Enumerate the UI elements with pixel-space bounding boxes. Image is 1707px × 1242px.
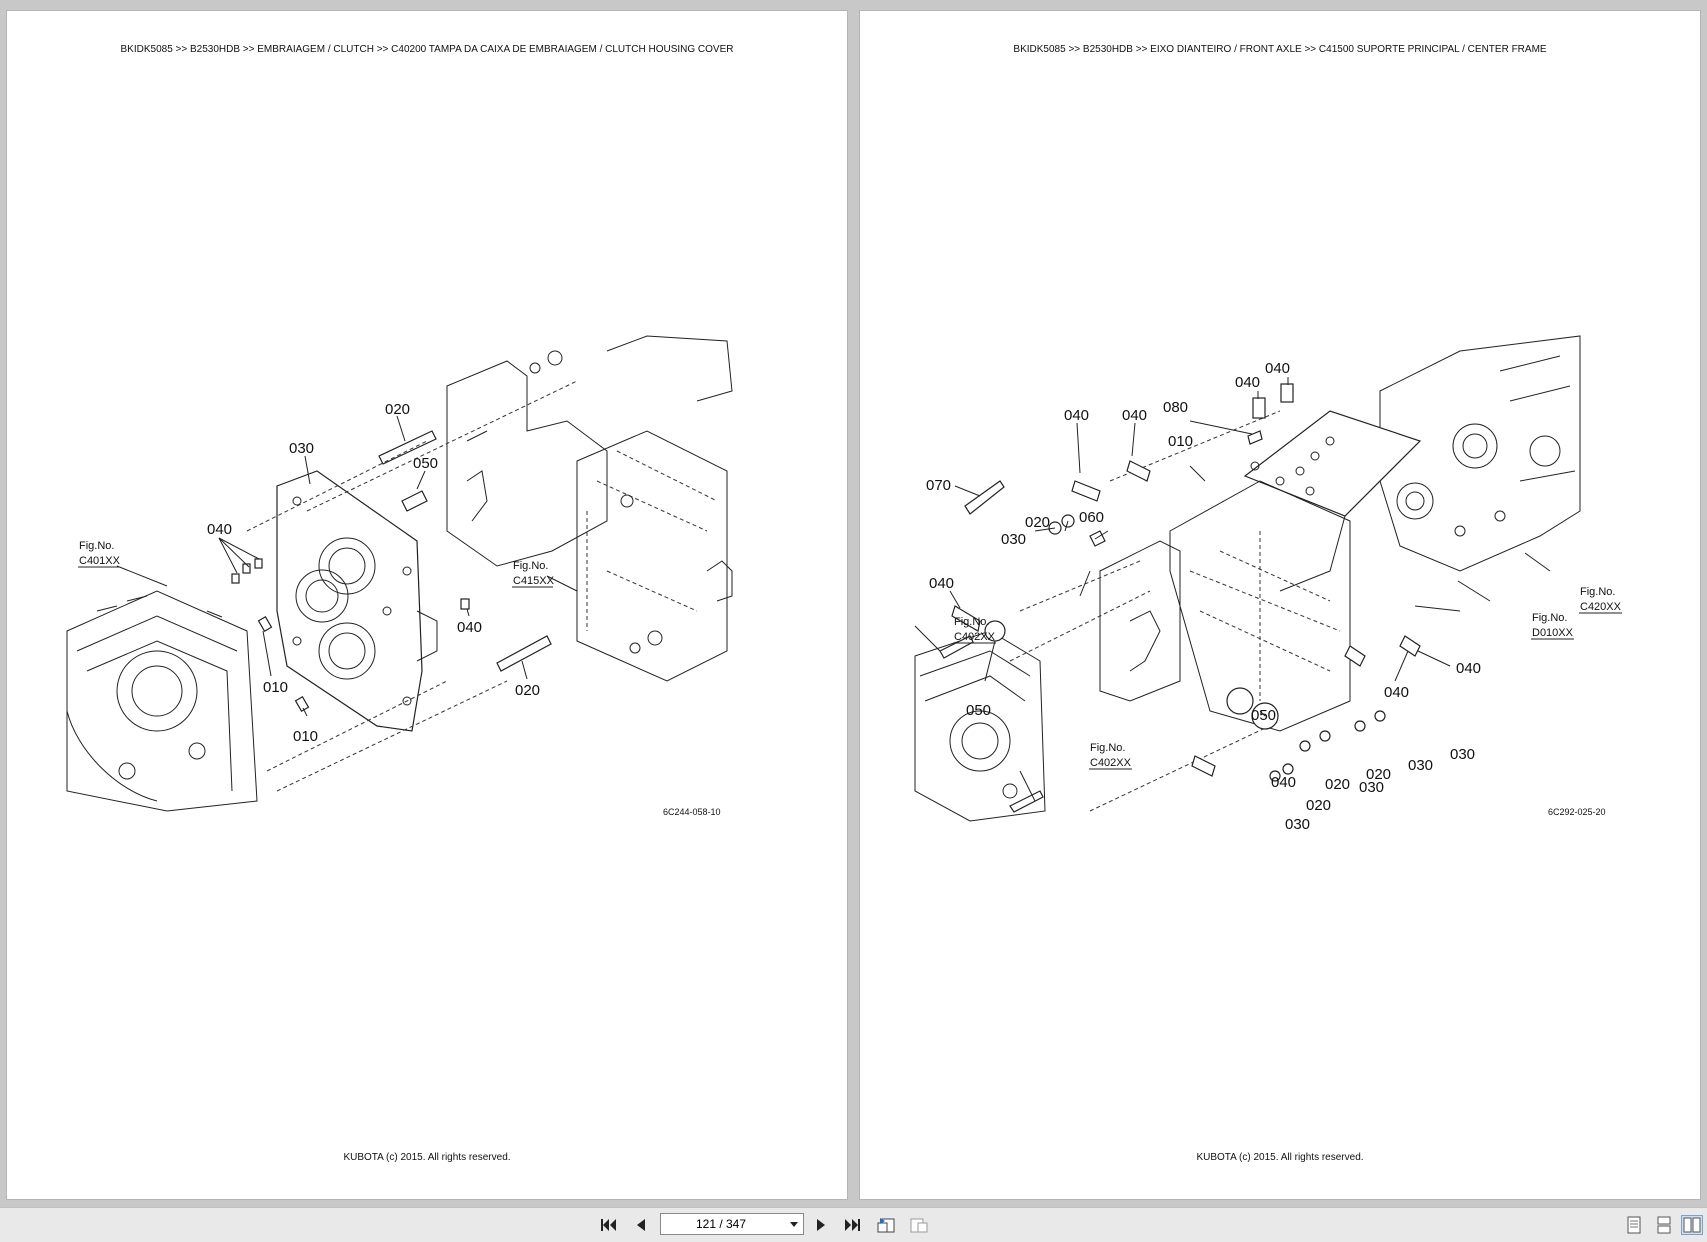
callout-label: 030	[1450, 746, 1475, 763]
callout-label: 020	[1306, 797, 1331, 814]
callout-label: 040	[1122, 407, 1147, 424]
callout-label: 030	[289, 440, 314, 457]
clutch-housing-drawing	[66, 590, 258, 812]
fig-ref-label: Fig.No.	[79, 540, 114, 552]
leader-lines	[116, 380, 578, 792]
callout-label: 050	[413, 455, 438, 472]
chevron-down-icon[interactable]	[789, 1218, 799, 1230]
page-footer: KUBOTA (c) 2015. All rights reserved.	[1196, 1152, 1364, 1163]
transmission-drawing	[1379, 335, 1581, 572]
clutch-housing-cover-diagram: 020 030 050 040 040 010 010 020 Fig.No. …	[66, 335, 733, 817]
page-footer: KUBOTA (c) 2015. All rights reserved.	[343, 1152, 511, 1163]
callout-label: 040	[929, 575, 954, 592]
fig-ref-label: Fig.No.	[1532, 612, 1567, 624]
two-page-icon[interactable]	[1681, 1215, 1703, 1235]
callout-label: 040	[1456, 660, 1481, 677]
callout-label: 020	[515, 682, 540, 699]
callout-label: 080	[1163, 399, 1188, 416]
fig-ref-code: D010XX	[1532, 627, 1574, 639]
callout-label: 030	[1285, 816, 1310, 833]
next-page-icon[interactable]	[810, 1215, 832, 1235]
first-page-icon[interactable]	[597, 1215, 619, 1235]
callout-label: 020	[1025, 514, 1050, 531]
fig-ref-label: Fig.No.	[1580, 586, 1615, 598]
center-frame-drawing	[1009, 410, 1422, 812]
next-view-icon[interactable]	[908, 1215, 930, 1235]
previous-view-icon[interactable]	[875, 1215, 897, 1235]
center-frame-diagram: 040 040 040 080 040 010 070 020 060 030 …	[914, 335, 1622, 833]
callout-label: 010	[1168, 433, 1193, 450]
fastener-drawings	[231, 430, 552, 713]
callout-label: 010	[263, 679, 288, 696]
callout-label: 040	[1271, 774, 1296, 791]
callout-label: 010	[293, 728, 318, 745]
fig-ref-code: C415XX	[513, 575, 555, 587]
callout-label: 020	[1366, 766, 1391, 783]
callout-label: 020	[1325, 776, 1350, 793]
fig-ref-code: C402XX	[954, 631, 996, 643]
page-header: BKIDK5085 >> B2530HDB >> EIXO DIANTEIRO …	[1013, 44, 1547, 55]
right-page: BKIDK5085 >> B2530HDB >> EIXO DIANTEIRO …	[859, 10, 1701, 1200]
page-number-input[interactable]	[661, 1214, 781, 1234]
drawing-number: 6C244-058-10	[663, 807, 721, 817]
callout-label: 030	[1001, 531, 1026, 548]
continuous-icon[interactable]	[1653, 1215, 1675, 1235]
fig-ref-label: Fig.No.	[954, 616, 989, 628]
transmission-housing-drawing	[914, 630, 1046, 822]
last-page-icon[interactable]	[842, 1215, 864, 1235]
callout-label: 040	[1265, 360, 1290, 377]
fig-ref-code: C420XX	[1580, 601, 1622, 613]
callout-label: 050	[966, 702, 991, 719]
callout-label: 050	[1251, 707, 1276, 724]
housing-cover-drawing	[276, 470, 438, 732]
callout-label: 020	[385, 401, 410, 418]
callout-label: 040	[1064, 407, 1089, 424]
callout-label: 040	[207, 521, 232, 538]
callout-label: 070	[926, 477, 951, 494]
callout-label: 040	[1235, 374, 1260, 391]
pdf-viewer-toolbar	[0, 1207, 1707, 1242]
callout-label: 040	[1384, 684, 1409, 701]
callout-label: 030	[1408, 757, 1433, 774]
prev-page-icon[interactable]	[630, 1215, 652, 1235]
callout-label: 060	[1079, 509, 1104, 526]
single-page-icon[interactable]	[1623, 1215, 1645, 1235]
leader-lines	[914, 377, 1551, 802]
frame-outline-drawing	[446, 335, 733, 682]
fig-ref-code: C401XX	[79, 555, 121, 567]
callout-label: 040	[457, 619, 482, 636]
fig-ref-label: Fig.No.	[513, 560, 548, 572]
callout-label: 030	[1359, 779, 1384, 796]
page-header: BKIDK5085 >> B2530HDB >> EMBRAIAGEM / CL…	[120, 44, 734, 55]
drawing-number: 6C292-025-20	[1548, 807, 1606, 817]
page-number-field[interactable]	[660, 1213, 804, 1235]
left-page: BKIDK5085 >> B2530HDB >> EMBRAIAGEM / CL…	[6, 10, 848, 1200]
fig-ref-code: C402XX	[1090, 757, 1132, 769]
fig-ref-label: Fig.No.	[1090, 742, 1125, 754]
